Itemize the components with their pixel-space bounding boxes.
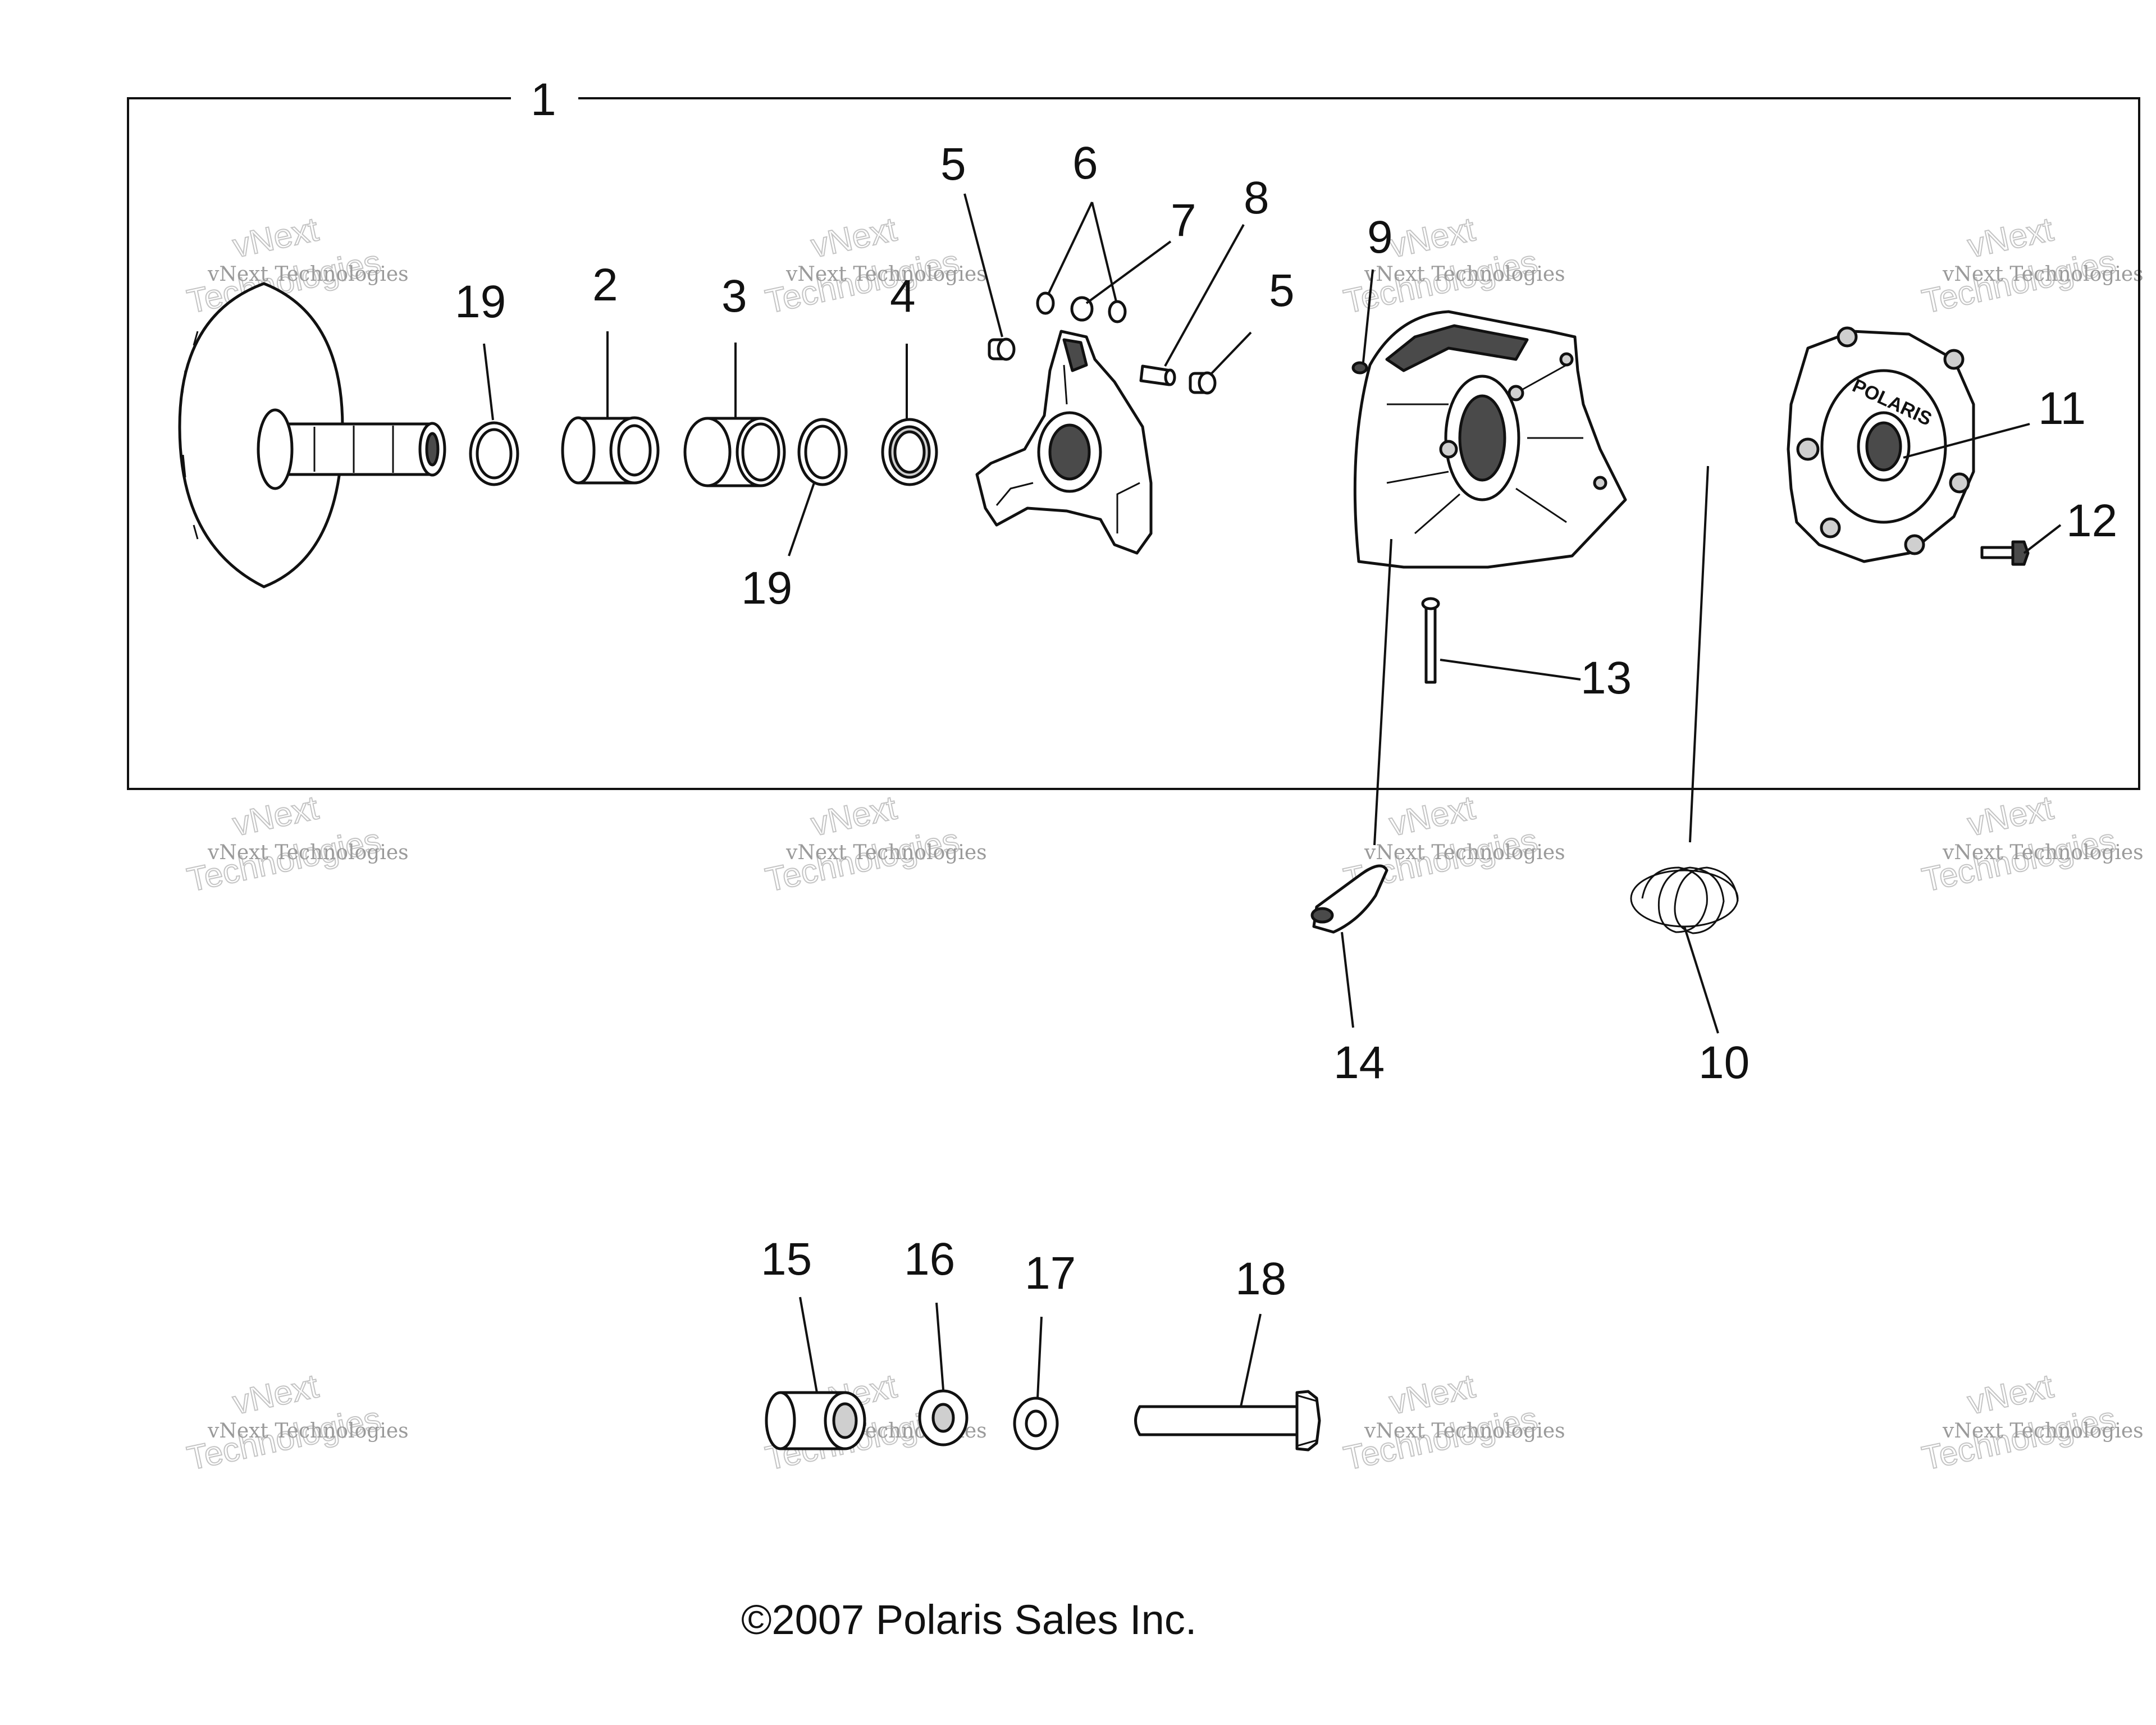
svg-text:vNext: vNext: [1965, 210, 2057, 264]
weight-14[interactable]: [1310, 864, 1388, 934]
leader-18: [1240, 1313, 1262, 1407]
leader-14-bottom: [1341, 932, 1354, 1028]
leader-14-top: [1373, 539, 1392, 846]
callout-2[interactable]: 2: [592, 259, 618, 311]
svg-text:vNext Technologies: vNext Technologies: [1942, 1420, 2144, 1443]
callout-14[interactable]: 14: [1333, 1037, 1385, 1088]
callout-19a[interactable]: 19: [455, 276, 506, 327]
assembly-box: [127, 97, 2140, 790]
watermark: Technologies vNext vNext Technologies: [1918, 209, 2144, 321]
leader-5a: [963, 193, 1003, 337]
pin-8[interactable]: [1139, 364, 1176, 386]
leader-10-top: [1689, 466, 1709, 843]
svg-text:vNext Technologies: vNext Technologies: [207, 841, 409, 864]
svg-text:vNext: vNext: [808, 788, 900, 843]
callout-6[interactable]: 6: [1072, 138, 1098, 189]
ring-4[interactable]: [881, 418, 938, 486]
o-ring-19a[interactable]: [469, 421, 519, 486]
callout-3[interactable]: 3: [721, 271, 747, 322]
callout-18[interactable]: 18: [1235, 1253, 1286, 1304]
button-5a[interactable]: [988, 337, 1016, 361]
callout-12[interactable]: 12: [2066, 495, 2117, 546]
leader-10-bottom: [1683, 926, 1719, 1034]
svg-text:vNext Technologies: vNext Technologies: [1942, 263, 2144, 286]
svg-text:vNext: vNext: [1386, 210, 1478, 264]
leader-8: [1164, 224, 1245, 367]
callout-13[interactable]: 13: [1581, 652, 1632, 704]
svg-text:vNext: vNext: [230, 1367, 322, 1421]
leader-15: [799, 1297, 818, 1393]
watermark: Technologies vNext vNext Technologies: [1340, 1366, 1565, 1478]
leader-6b: [1091, 202, 1117, 302]
leader-19b: [788, 482, 815, 556]
spring-10[interactable]: [1630, 866, 1739, 934]
svg-text:vNext Technologies: vNext Technologies: [785, 841, 987, 864]
button-5b[interactable]: [1189, 371, 1217, 395]
leader-5b: [1209, 331, 1252, 376]
svg-text:vNext Technologies: vNext Technologies: [207, 263, 409, 286]
svg-text:vNext Technologies: vNext Technologies: [1364, 841, 1565, 864]
o-ring-19b[interactable]: [797, 418, 848, 486]
watermark: Technologies vNext vNext Technologies: [761, 788, 987, 900]
washer-17[interactable]: [1013, 1397, 1059, 1450]
pin-13[interactable]: [1421, 597, 1440, 684]
callout-5a[interactable]: 5: [940, 139, 966, 190]
watermark: Technologies vNext vNext Technologies: [1918, 788, 2144, 900]
bushing-15[interactable]: [765, 1391, 866, 1450]
svg-text:vNext: vNext: [808, 210, 900, 264]
fixed-sheave[interactable]: [178, 282, 446, 588]
moveable-sheave[interactable]: [1353, 310, 1627, 569]
leader-11: [1903, 423, 2030, 459]
callout-4[interactable]: 4: [890, 271, 916, 322]
leader-9: [1362, 269, 1374, 363]
watermark: Technologies vNext vNext Technologies: [183, 1366, 409, 1478]
bolt-18[interactable]: [1134, 1390, 1321, 1452]
copyright-text: ©2007 Polaris Sales Inc.: [741, 1596, 1196, 1643]
leader-16: [935, 1302, 944, 1390]
svg-text:vNext: vNext: [1965, 1367, 2057, 1421]
spider[interactable]: [975, 330, 1153, 555]
watermark: Technologies vNext vNext Technologies: [183, 788, 409, 900]
bushing-2[interactable]: [561, 416, 660, 485]
svg-text:vNext Technologies: vNext Technologies: [1364, 263, 1565, 286]
washer-16[interactable]: [918, 1389, 969, 1446]
sleeve-3[interactable]: [683, 417, 786, 487]
rollers-6[interactable]: [1036, 291, 1127, 323]
svg-text:vNext Technologies: vNext Technologies: [1942, 841, 2144, 864]
svg-text:vNext Technologies: vNext Technologies: [207, 1420, 409, 1443]
callout-17[interactable]: 17: [1025, 1248, 1076, 1299]
callout-9[interactable]: 9: [1367, 212, 1393, 263]
callout-10[interactable]: 10: [1698, 1037, 1750, 1088]
callout-11[interactable]: 11: [2038, 383, 2086, 434]
callout-7[interactable]: 7: [1171, 195, 1196, 246]
callout-8[interactable]: 8: [1244, 172, 1269, 223]
callout-16[interactable]: 16: [904, 1234, 955, 1285]
callout-5b[interactable]: 5: [1269, 265, 1295, 316]
watermark: Technologies vNext vNext Technologies: [761, 209, 987, 321]
leader-6a: [1048, 202, 1093, 294]
svg-text:vNext Technologies: vNext Technologies: [785, 263, 987, 286]
callout-15[interactable]: 15: [761, 1234, 812, 1285]
callout-19b[interactable]: 19: [741, 563, 792, 614]
cover-11[interactable]: POLARIS: [1787, 326, 1975, 563]
svg-text:vNext: vNext: [1386, 1367, 1478, 1421]
bolt-12[interactable]: [1980, 540, 2030, 566]
svg-text:vNext: vNext: [1386, 788, 1478, 843]
svg-text:vNext: vNext: [230, 210, 322, 264]
clip-9[interactable]: [1351, 361, 1368, 375]
leader-19a: [483, 343, 494, 421]
watermark: Technologies vNext vNext Technologies: [1918, 1366, 2144, 1478]
svg-text:vNext Technologies: vNext Technologies: [1364, 1420, 1565, 1443]
callout-1[interactable]: 1: [531, 74, 556, 125]
leader-17: [1036, 1316, 1043, 1399]
leader-13: [1440, 659, 1581, 681]
svg-text:vNext: vNext: [1965, 788, 2057, 843]
svg-text:vNext: vNext: [230, 788, 322, 843]
leader-7: [1085, 240, 1172, 304]
leader-12: [2023, 524, 2062, 554]
